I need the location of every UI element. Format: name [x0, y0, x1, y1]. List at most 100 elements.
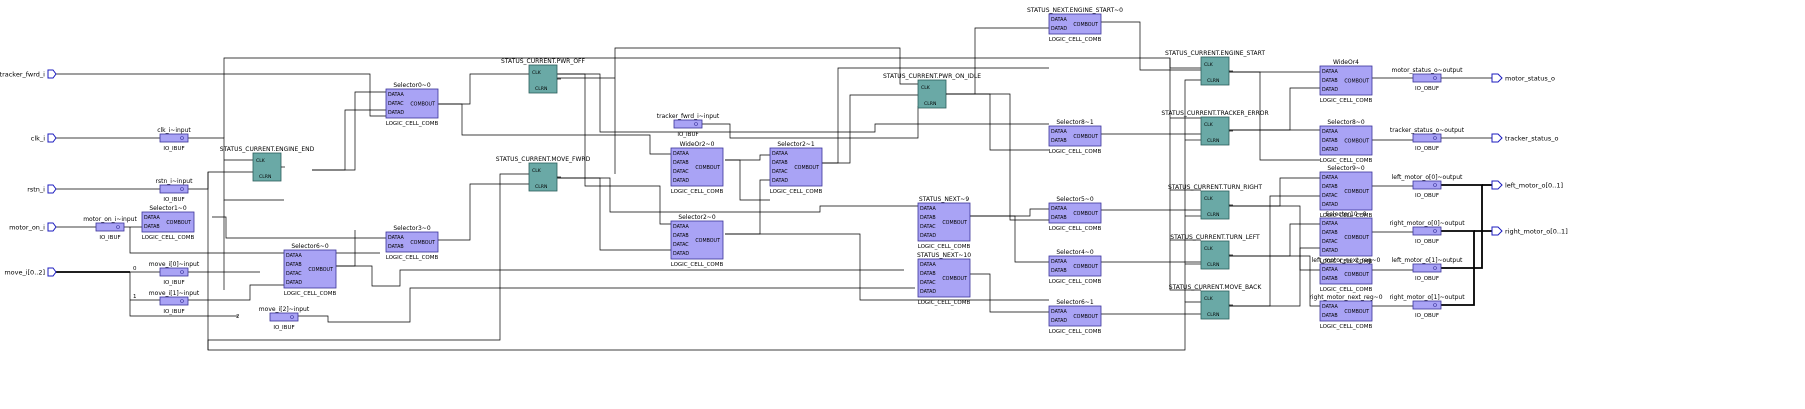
logic-cell-selector8-1[interactable]: Selector8~1DATAADATABCOMBOUTLOGIC_CELL_C… [1048, 119, 1102, 155]
output-port-left-motor-o-0-1[interactable] [1491, 180, 1503, 190]
logic-cell-selector4-0[interactable]: Selector4~0DATAADATABCOMBOUTLOGIC_CELL_C… [1048, 249, 1102, 285]
ibuf-pin-icon [116, 225, 120, 229]
wire-40 [946, 93, 1049, 221]
logic-cell-pin-dataa: DATAA [144, 215, 160, 221]
logic-cell-title: Selector0~0 [393, 82, 430, 89]
logic-cell-pin-dataa: DATAA [1322, 221, 1338, 227]
blocks: clk_i~inputIO_IBUFrstn_i~inputIO_IBUFmot… [83, 7, 1465, 335]
logic-cell-title: Selector2~1 [777, 141, 814, 148]
obuf-title: right_motor_o[1]~output [1389, 294, 1465, 301]
ibuf-title: motor_on_i~input [83, 216, 137, 223]
register-pin-clrn: CLRN [1207, 262, 1219, 268]
register-title: STATUS_CURRENT.MOVE_FWRD [496, 156, 591, 163]
wire-27 [336, 265, 904, 287]
logic-cell-right-motor-next-reg-0[interactable]: right_motor_next_reg~0DATAADATABCOMBOUTL… [1309, 294, 1382, 330]
logic-cell-pin-datad: DATAD [920, 233, 936, 239]
input-port-label: tracker_fwrd_i [0, 71, 45, 79]
output-port-right-motor-o-0-1[interactable] [1491, 226, 1503, 236]
input-port-motor-on-i[interactable] [47, 222, 57, 232]
wire-21 [312, 91, 386, 171]
logic-cell-type: LOGIC_CELL_COMB [386, 255, 439, 261]
logic-cell-out-pin: COMBOUT [695, 238, 720, 244]
output-port-label: tracker_status_o [1505, 135, 1558, 143]
logic-cell-out-pin: COMBOUT [1344, 139, 1369, 145]
logic-cell-pin-datac: DATAC [1322, 239, 1338, 245]
logic-cell-selector2-0[interactable]: Selector2~0DATAADATABDATACDATADCOMBOUTLO… [670, 214, 724, 268]
logic-cell-status-next-engine-start-0[interactable]: STATUS_NEXT.ENGINE_START~0DATAADATADCOMB… [1027, 7, 1123, 43]
ibuf-title: move_i[1]~input [149, 290, 200, 297]
logic-cell-pin-datab: DATAB [1051, 138, 1067, 144]
logic-cell-selector3-0[interactable]: Selector3~0DATAADATABCOMBOUTLOGIC_CELL_C… [385, 225, 439, 261]
register-body [528, 162, 558, 192]
logic-cell-selector10-0[interactable]: Selector10~0DATAADATABDATACDATADCOMBOUTL… [1319, 211, 1373, 265]
wire-23 [438, 73, 529, 105]
logic-cell-pin-datab: DATAB [1322, 184, 1338, 190]
output-port-tracker-status-o[interactable] [1491, 133, 1503, 143]
obuf-pin-icon [1433, 266, 1437, 270]
register-pin-clk: CLK [532, 168, 542, 174]
logic-cell-selector2-1[interactable]: Selector2~1DATAADATABDATACDATADCOMBOUTLO… [769, 141, 823, 195]
ibuf-type: IO_IBUF [273, 325, 294, 331]
logic-cell-selector5-0[interactable]: Selector5~0DATAADATABCOMBOUTLOGIC_CELL_C… [1048, 196, 1102, 232]
logic-cell-body [283, 249, 337, 289]
logic-cell-type: LOGIC_CELL_COMB [1320, 259, 1373, 265]
input-port-move-i-0-2[interactable] [47, 267, 57, 277]
obuf-type: IO_OBUF [1415, 276, 1439, 282]
logic-cell-type: LOGIC_CELL_COMB [1320, 213, 1373, 219]
logic-cell-wideor4[interactable]: WideOr4DATAADATABDATADCOMBOUTLOGIC_CELL_… [1319, 59, 1373, 104]
logic-cell-pin-datac: DATAC [388, 101, 404, 107]
logic-cell-pin-dataa: DATAA [920, 262, 936, 268]
logic-cell-status-next-10[interactable]: STATUS_NEXT~10DATAADATABDATACDATADCOMBOU… [917, 252, 971, 306]
io-ports: tracker_fwrd_iclk_irstn_imotor_on_imove_… [0, 69, 1568, 277]
logic-cell-pin-datab: DATAB [1051, 268, 1067, 274]
input-port-clk-i[interactable] [47, 133, 57, 143]
logic-cell-selector6-0[interactable]: Selector6~0DATAADATABDATACDATADCOMBOUTLO… [283, 243, 337, 297]
register-body [252, 152, 282, 182]
input-port-rstn-i[interactable] [47, 184, 57, 194]
logic-cell-out-pin: COMBOUT [1073, 264, 1098, 270]
ibuf-title: tracker_fwrd_i~input [657, 113, 720, 120]
logic-cell-selector6-1[interactable]: Selector6~1DATAADATADCOMBOUTLOGIC_CELL_C… [1048, 299, 1102, 335]
register-pin-clrn: CLRN [259, 174, 271, 180]
logic-cell-wideor2-0[interactable]: WideOr2~0DATAADATABDATACDATADCOMBOUTLOGI… [670, 141, 724, 195]
wire-13 [129, 272, 238, 317]
logic-cell-selector0-0[interactable]: Selector0~0DATAADATACDATADCOMBOUTLOGIC_C… [385, 82, 439, 127]
logic-cell-out-pin: COMBOUT [942, 220, 967, 226]
logic-cell-selector1-0[interactable]: Selector1~0DATAADATABCOMBOUTLOGIC_CELL_C… [141, 205, 195, 241]
logic-cell-selector9-0[interactable]: Selector9~0DATAADATABDATACDATADCOMBOUTLO… [1319, 165, 1373, 219]
register-title: STATUS_CURRENT.TRACKER_ERROR [1161, 110, 1268, 117]
register-pin-clk: CLK [1204, 246, 1214, 252]
logic-cell-status-next-9[interactable]: STATUS_NEXT~9DATAADATABDATACDATADCOMBOUT… [917, 196, 971, 250]
logic-cell-pin-datad: DATAD [388, 110, 404, 116]
logic-cell-pin-dataa: DATAA [673, 151, 689, 157]
logic-cell-type: LOGIC_CELL_COMB [284, 291, 337, 297]
obuf-type: IO_OBUF [1415, 86, 1439, 92]
input-port-tracker-fwrd-i[interactable] [47, 69, 57, 79]
logic-cell-selector8-0[interactable]: Selector8~0DATAADATABDATADCOMBOUTLOGIC_C… [1319, 119, 1373, 164]
output-port-motor-status-o[interactable] [1491, 73, 1503, 83]
logic-cell-left-motor-next-reg-0[interactable]: left_motor_next_reg~0DATAADATABCOMBOUTLO… [1312, 257, 1381, 293]
logic-cell-body [1048, 202, 1102, 224]
